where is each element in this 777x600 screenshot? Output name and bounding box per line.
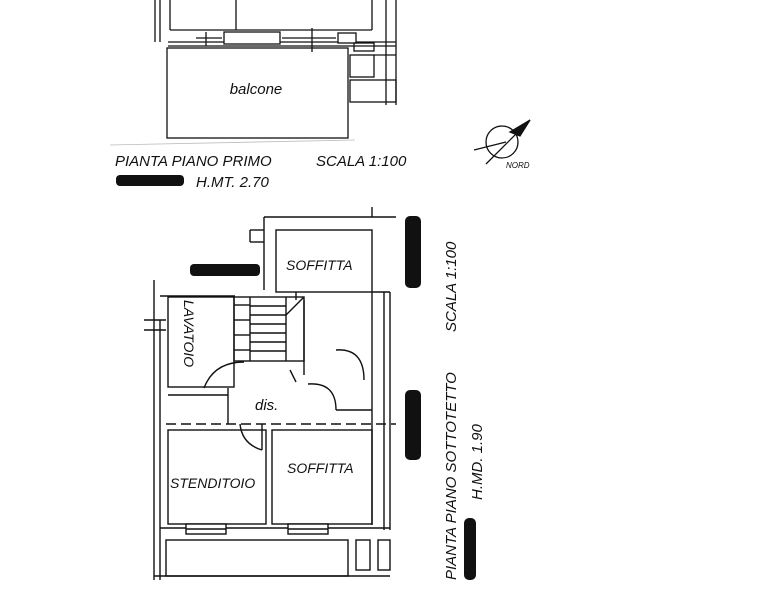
room-label-balcone: balcone	[230, 81, 283, 98]
redaction-mark	[405, 390, 421, 460]
redaction-mark	[405, 216, 421, 288]
first-floor-title: PIANTA PIANO PRIMO	[115, 153, 272, 170]
room-label-soffitta-bottom: SOFFITTA	[287, 460, 354, 476]
first-floor-plan	[109, 0, 397, 146]
first-floor-scale: SCALA 1:100	[316, 153, 407, 170]
compass-icon	[473, 119, 531, 165]
attic-floor-scale: SCALA 1:100	[443, 241, 460, 332]
attic-floor-height: H.MD. 1.90	[469, 423, 486, 500]
attic-floor-title: PIANTA PIANO SOTTOTETTO	[443, 372, 460, 580]
north-label: NORD	[506, 161, 530, 170]
room-label-soffitta-top: SOFFITTA	[286, 257, 353, 273]
room-label-dis: dis.	[255, 397, 278, 414]
room-label-lavatoio: LAVATOIO	[181, 300, 197, 367]
room-label-stenditoio: STENDITOIO	[170, 475, 255, 491]
redaction-mark	[464, 518, 476, 580]
first-floor-height: H.MT. 2.70	[196, 174, 269, 191]
redaction-mark	[190, 264, 260, 276]
attic-floor-plan	[144, 207, 396, 580]
redaction-mark	[116, 175, 184, 186]
